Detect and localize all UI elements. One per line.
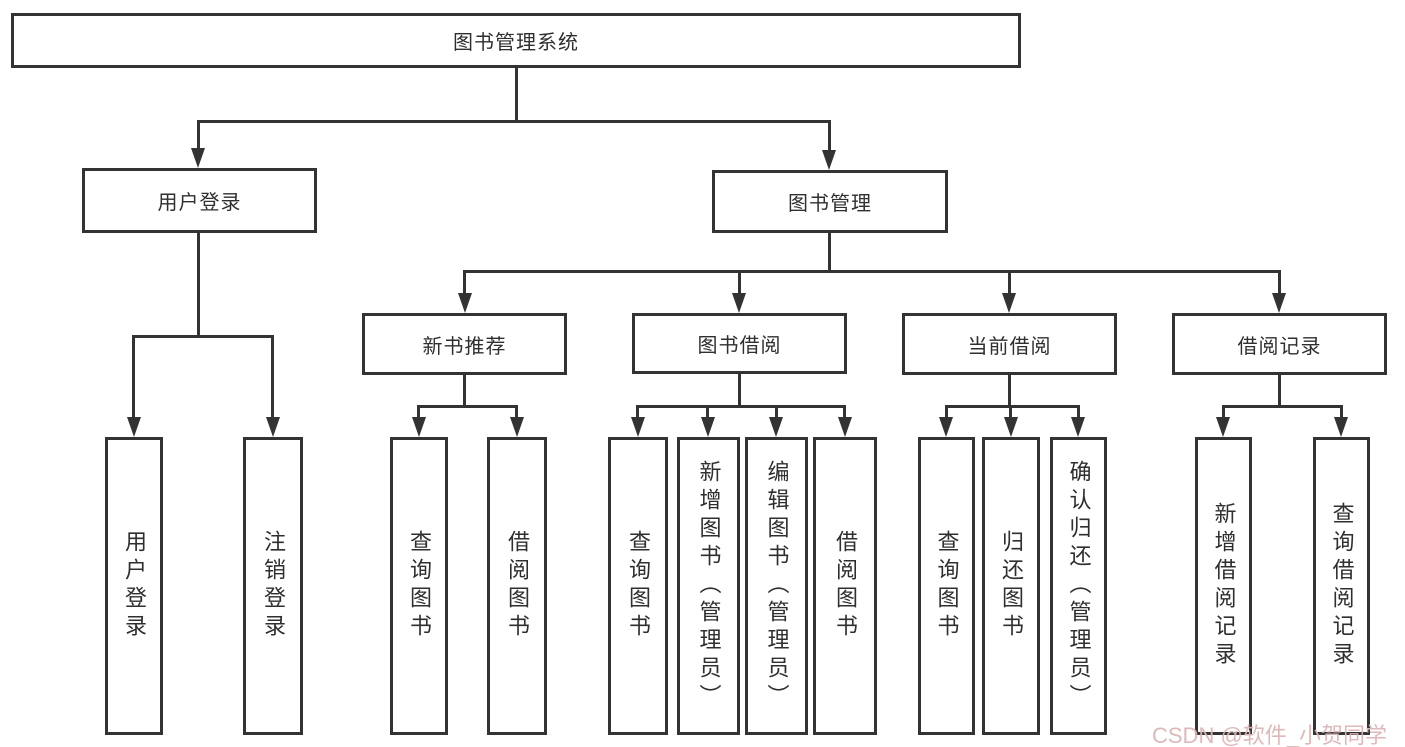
node-current-borrowing: 当前借阅 <box>902 313 1117 375</box>
leaf-label: 新增图书（管理员） <box>696 460 722 712</box>
leaf-add-borrow-record: 新增借阅记录 <box>1195 437 1252 735</box>
arrow-down <box>412 417 426 437</box>
connector-stem <box>1278 375 1281 408</box>
connector-rail <box>1222 405 1342 408</box>
arrow-down <box>1002 293 1016 313</box>
node-new-book-recommend: 新书推荐 <box>362 313 567 375</box>
connector-drop <box>636 405 639 419</box>
leaf-query-books-recommend: 查询图书 <box>390 437 448 735</box>
node-label: 借阅记录 <box>1237 335 1322 358</box>
connector-stem <box>197 233 200 338</box>
connector-stem <box>828 233 831 273</box>
node-book-borrowing: 图书借阅 <box>632 313 847 374</box>
arrow-down <box>838 417 852 437</box>
connector-drop <box>132 335 135 419</box>
node-label: 当前借阅 <box>967 335 1052 358</box>
connector-drop <box>1278 270 1281 295</box>
arrow-down <box>1071 417 1085 437</box>
arrow-down <box>769 417 783 437</box>
connector-stem <box>738 374 741 408</box>
connector-drop <box>1222 405 1225 419</box>
arrow-down <box>1216 417 1230 437</box>
connector-root-rail <box>197 120 831 123</box>
connector-drop <box>706 405 709 419</box>
connector-drop <box>775 405 778 419</box>
arrow-down <box>458 293 472 313</box>
leaf-query-books-current: 查询图书 <box>918 437 975 735</box>
leaf-borrow-books: 借阅图书 <box>813 437 877 735</box>
node-user-login-branch: 用户登录 <box>82 168 317 233</box>
arrow-down <box>1334 417 1348 437</box>
arrow-down <box>191 148 205 168</box>
arrow-down <box>1272 293 1286 313</box>
connector-drop <box>1009 405 1012 419</box>
arrow-down <box>822 150 836 170</box>
leaf-label: 注销登录 <box>261 530 286 642</box>
leaf-borrow-books-recommend: 借阅图书 <box>487 437 547 735</box>
connector-drop <box>271 335 274 419</box>
connector-rail <box>945 405 1079 408</box>
leaf-label: 确认归还（管理员） <box>1066 460 1092 712</box>
arrow-down <box>127 417 141 437</box>
connector-drop <box>463 270 466 295</box>
leaf-label: 新增借阅记录 <box>1211 502 1237 670</box>
leaf-return-books: 归还图书 <box>982 437 1040 735</box>
leaf-label: 归还图书 <box>999 530 1024 642</box>
leaf-logout: 注销登录 <box>243 437 303 735</box>
leaf-add-books-admin: 新增图书（管理员） <box>677 437 740 735</box>
connector-drop <box>945 405 948 419</box>
connector-drop <box>1340 405 1343 419</box>
connector-drop <box>1077 405 1080 419</box>
connector-drop <box>843 405 846 419</box>
arrow-down <box>510 417 524 437</box>
leaf-label: 查询图书 <box>407 530 432 642</box>
leaf-user-login: 用户登录 <box>105 437 163 735</box>
connector-rail <box>417 405 518 408</box>
node-book-management: 图书管理 <box>712 170 948 233</box>
node-label: 图书管理系统 <box>453 32 579 54</box>
leaf-label: 查询借阅记录 <box>1329 502 1355 670</box>
connector-drop <box>828 120 831 152</box>
leaf-query-books-borrow: 查询图书 <box>608 437 668 735</box>
leaf-label: 借阅图书 <box>833 530 858 642</box>
connector-rail <box>636 405 846 408</box>
connector-rail <box>132 335 274 338</box>
node-borrowing-records: 借阅记录 <box>1172 313 1387 375</box>
connector-drop <box>515 405 518 419</box>
leaf-label: 查询图书 <box>626 530 651 642</box>
connector-rail <box>463 270 1281 273</box>
node-label: 新书推荐 <box>422 335 507 358</box>
connector-drop <box>738 270 741 295</box>
connector-drop <box>197 120 200 150</box>
arrow-down <box>266 417 280 437</box>
leaf-label: 用户登录 <box>122 530 147 642</box>
connector-stem <box>1008 375 1011 408</box>
csdn-watermark: CSDN @软件_小贺同学 <box>1152 723 1388 747</box>
arrow-down <box>939 417 953 437</box>
node-label: 图书借阅 <box>697 335 782 357</box>
leaf-label: 查询图书 <box>934 530 960 642</box>
arrow-down <box>701 417 715 437</box>
connector-stem <box>463 375 466 408</box>
node-library-system: 图书管理系统 <box>11 13 1021 68</box>
leaf-label: 借阅图书 <box>505 530 530 642</box>
connector-drop <box>1008 270 1011 295</box>
arrow-down <box>732 293 746 313</box>
connector-drop <box>417 405 420 419</box>
arrow-down <box>631 417 645 437</box>
leaf-confirm-return-admin: 确认归还（管理员） <box>1050 437 1107 735</box>
leaf-label: 编辑图书（管理员） <box>764 460 790 712</box>
leaf-query-borrow-record: 查询借阅记录 <box>1313 437 1370 735</box>
leaf-edit-books-admin: 编辑图书（管理员） <box>745 437 808 735</box>
node-label: 用户登录 <box>157 192 242 214</box>
arrow-down <box>1004 417 1018 437</box>
connector-root-stem <box>515 67 518 120</box>
node-label: 图书管理 <box>788 193 872 215</box>
